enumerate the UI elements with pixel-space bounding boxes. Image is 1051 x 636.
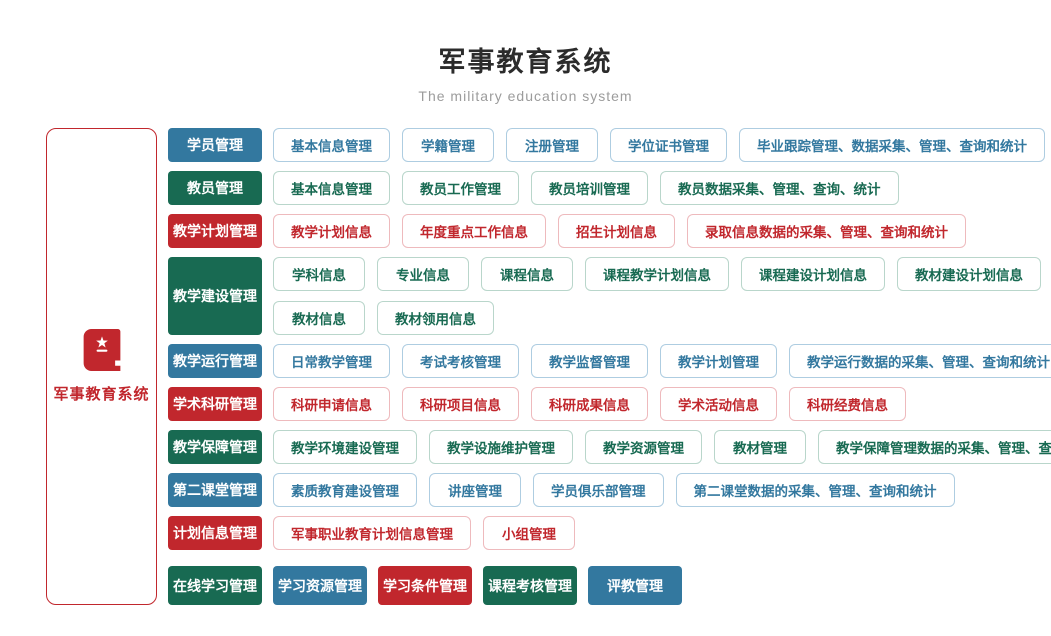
item-button[interactable]: 毕业跟踪管理、数据采集、管理、查询和统计 [739,128,1045,162]
item-button[interactable]: 教材信息 [273,301,365,335]
item-button[interactable]: 招生计划信息 [558,214,675,248]
item-button[interactable]: 录取信息数据的采集、管理、查询和统计 [687,214,966,248]
item-button[interactable]: 课程教学计划信息 [585,257,729,291]
item-button[interactable]: 科研申请信息 [273,387,390,421]
item-button[interactable]: 专业信息 [377,257,469,291]
row-student-management: 学员管理 基本信息管理 学籍管理 注册管理 学位证书管理 毕业跟踪管理、数据采集… [168,128,1051,162]
item-button[interactable]: 教学监督管理 [531,344,648,378]
item-button[interactable]: 教员工作管理 [402,171,519,205]
category-button[interactable]: 教学保障管理 [168,430,262,464]
item-button[interactable]: 小组管理 [483,516,575,550]
item-button[interactable]: 科研项目信息 [402,387,519,421]
item-button[interactable]: 学籍管理 [402,128,494,162]
item-button[interactable]: 学位证书管理 [610,128,727,162]
item-button[interactable]: 基本信息管理 [273,128,390,162]
item-button[interactable]: 学员俱乐部管理 [533,473,664,507]
rows: 学员管理 基本信息管理 学籍管理 注册管理 学位证书管理 毕业跟踪管理、数据采集… [168,128,1051,605]
item-button[interactable]: 课程建设计划信息 [741,257,885,291]
solid-item-button[interactable]: 评教管理 [588,566,682,605]
row-teaching-plan-management: 教学计划管理 教学计划信息 年度重点工作信息 招生计划信息 录取信息数据的采集、… [168,214,1051,248]
item-button[interactable]: 考试考核管理 [402,344,519,378]
item-button[interactable]: 科研经费信息 [789,387,906,421]
item-button[interactable]: 年度重点工作信息 [402,214,546,248]
page-subtitle: The military education system [418,88,633,104]
item-button[interactable]: 教员培训管理 [531,171,648,205]
row-faculty-management: 教员管理 基本信息管理 教员工作管理 教员培训管理 教员数据采集、管理、查询、统… [168,171,1051,205]
category-button[interactable]: 教学计划管理 [168,214,262,248]
diagram: 军事教育系统 学员管理 基本信息管理 学籍管理 注册管理 学位证书管理 毕业跟踪… [46,128,1051,605]
item-button[interactable]: 教学保障管理数据的采集、管理、查询和统计 [818,430,1051,464]
item-button[interactable]: 教学计划信息 [273,214,390,248]
item-button[interactable]: 第二课堂数据的采集、管理、查询和统计 [675,473,955,507]
row-academic-research-management: 学术科研管理 科研申请信息 科研项目信息 科研成果信息 学术活动信息 科研经费信… [168,387,1051,421]
row-plan-info-management: 计划信息管理 军事职业教育计划信息管理 小组管理 [168,516,1051,550]
category-button[interactable]: 在线学习管理 [168,566,262,605]
root-label: 军事教育系统 [53,386,150,403]
item-button[interactable]: 教学环境建设管理 [273,430,417,464]
item-button[interactable]: 教学计划管理 [660,344,777,378]
item-button[interactable]: 教材管理 [714,430,806,464]
page: 军事教育系统 The military education system 军事教… [0,0,1051,605]
item-button[interactable]: 素质教育建设管理 [273,473,417,507]
item-button[interactable]: 教学设施维护管理 [429,430,573,464]
category-button[interactable]: 教学运行管理 [168,344,262,378]
item-button[interactable]: 教学资源管理 [585,430,702,464]
category-button[interactable]: 教学建设管理 [168,257,262,335]
category-button[interactable]: 学术科研管理 [168,387,262,421]
page-title: 军事教育系统 [438,47,613,77]
solid-item-button[interactable]: 学习条件管理 [378,566,472,605]
item-button[interactable]: 学术活动信息 [660,387,777,421]
category-button[interactable]: 计划信息管理 [168,516,262,550]
page-header: 军事教育系统 The military education system [0,0,1051,104]
solid-item-button[interactable]: 课程考核管理 [483,566,577,605]
category-button[interactable]: 第二课堂管理 [168,473,262,507]
root-node: 军事教育系统 [46,128,157,605]
item-button[interactable]: 讲座管理 [429,473,521,507]
solid-item-button[interactable]: 学习资源管理 [273,566,367,605]
item-button[interactable]: 注册管理 [506,128,598,162]
item-button[interactable]: 课程信息 [481,257,573,291]
category-button[interactable]: 教员管理 [168,171,262,205]
item-button[interactable]: 学科信息 [273,257,365,291]
row-teaching-construction-management: 教学建设管理 学科信息 专业信息 课程信息 课程教学计划信息 课程建设计划信息 … [168,257,1051,335]
item-button[interactable]: 军事职业教育计划信息管理 [273,516,471,550]
item-button[interactable]: 教材领用信息 [377,301,494,335]
item-button[interactable]: 科研成果信息 [531,387,648,421]
row-teaching-operation-management: 教学运行管理 日常教学管理 考试考核管理 教学监督管理 教学计划管理 教学运行数… [168,344,1051,378]
row-online-learning-management: 在线学习管理 学习资源管理 学习条件管理 课程考核管理 评教管理 [168,566,1051,605]
item-button[interactable]: 教材建设计划信息 [897,257,1041,291]
item-button[interactable]: 教学运行数据的采集、管理、查询和统计 [789,344,1051,378]
item-button[interactable]: 基本信息管理 [273,171,390,205]
row-teaching-support-management: 教学保障管理 教学环境建设管理 教学设施维护管理 教学资源管理 教材管理 教学保… [168,430,1051,464]
item-button[interactable]: 教员数据采集、管理、查询、统计 [660,171,899,205]
category-button[interactable]: 学员管理 [168,128,262,162]
book-icon [81,329,123,371]
row-second-classroom-management: 第二课堂管理 素质教育建设管理 讲座管理 学员俱乐部管理 第二课堂数据的采集、管… [168,473,1051,507]
item-button[interactable]: 日常教学管理 [273,344,390,378]
